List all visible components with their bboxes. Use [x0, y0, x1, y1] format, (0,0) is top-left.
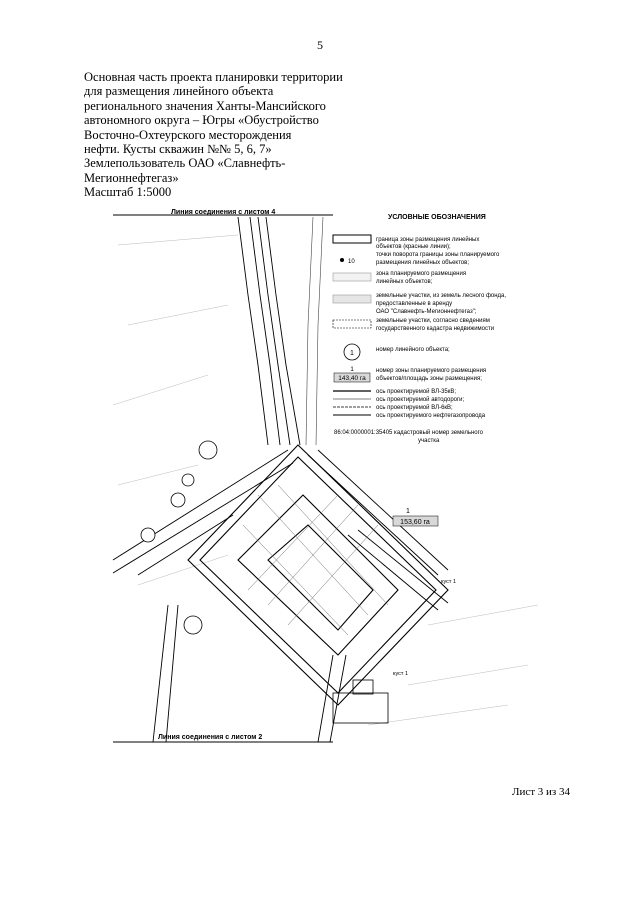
page-number: 5	[317, 38, 323, 52]
pad-grid	[242, 484, 389, 636]
legend-swatch-boundary	[332, 234, 372, 244]
legend-text: земельные участки, согласно сведениям	[376, 318, 490, 324]
structure-box	[332, 692, 389, 724]
legend-text: размещения линейных объектов;	[376, 259, 469, 266]
zone-markers	[140, 440, 218, 635]
legend-text: земельные участки, из земель лесного фон…	[376, 293, 506, 299]
legend-title: УСЛОВНЫЕ ОБОЗНАЧЕНИЯ	[388, 214, 486, 221]
corridor-north	[237, 216, 301, 446]
planning-map: Линия соединения с листом 4 Линия соедин…	[108, 205, 548, 750]
top-match-label: Линия соединения с листом 4	[171, 209, 275, 216]
structure-box	[352, 679, 374, 695]
document-title: Основная часть проекта планировки террит…	[84, 70, 374, 200]
legend: УСЛОВНЫЕ ОБОЗНАЧЕНИЯ 10 1 1 143,40 га гр…	[330, 214, 548, 445]
scale-line: Масштаб 1:5000	[84, 185, 172, 200]
legend-text: ось проектируемого нефтегазопровода	[376, 413, 486, 419]
well-label: куст 1	[393, 671, 408, 677]
sheet-number: Лист 3 из 34	[512, 786, 571, 798]
legend-text: предоставленные в аренду	[376, 301, 452, 307]
legend-text: ось проектируемой ВЛ-35кВ;	[376, 388, 456, 395]
terrain-texture	[112, 234, 539, 726]
legend-object-number: 1	[350, 350, 354, 357]
legend-text: государственного кадастра недвижимости	[376, 326, 494, 332]
legend-text: объектов/площадь зоны размещения;	[376, 376, 482, 382]
zone-label-number: 1	[406, 508, 410, 515]
legend-text: номер линейного объекта;	[376, 346, 450, 353]
zone-label-area: 153,60 га	[400, 519, 430, 526]
legend-point-number: 10	[348, 259, 355, 265]
legend-swatch-cadastre	[332, 319, 372, 329]
legend-text: ОАО "Славнефть-Мегионнефтегаз";	[376, 309, 477, 315]
title-line: нефти. Кусты скважин №№ 5, 6, 7»	[84, 142, 272, 157]
legend-swatch-forest	[332, 294, 372, 304]
title-line: Мегионнефтегаз»	[84, 170, 179, 185]
legend-text: граница зоны размещения линейных	[376, 236, 479, 243]
legend-zone-area: 143,40 га	[338, 375, 366, 382]
legend-text: 86:04:0000001:35405 кадастровый номер зе…	[334, 429, 484, 436]
title-line: Основная часть проекта планировки террит…	[84, 70, 343, 84]
well-label: куст 1	[441, 579, 456, 585]
well-pad-diamond	[187, 444, 449, 706]
bottom-match-label: Линия соединения с листом 2	[158, 734, 262, 741]
legend-text: номер зоны планируемого размещения	[376, 368, 486, 374]
legend-text: точки поворота границы зоны планируемого	[376, 252, 500, 258]
corridor-east	[307, 449, 449, 611]
legend-object-circle	[343, 343, 361, 361]
corridor-west	[112, 449, 294, 576]
legend-point-symbol	[340, 258, 344, 262]
legend-text: участка	[418, 438, 440, 444]
title-line: для размещения линейного объекта	[84, 84, 274, 99]
legend-text: объектов (красные линии);	[376, 244, 451, 250]
zone-label-box	[392, 515, 439, 527]
legend-text: зона планируемого размещения	[376, 271, 466, 277]
title-line: регионального значения Ханты-Мансийского	[84, 98, 326, 113]
legend-text: ось проектируемой ВЛ-6кВ;	[376, 404, 453, 411]
legend-text: линейных объектов;	[376, 278, 433, 285]
legend-swatch-zone	[332, 272, 372, 282]
legend-zone-number: 1	[350, 366, 354, 373]
title-line: Землепользователь ОАО «Славнефть-	[84, 156, 286, 171]
legend-zone-box	[333, 372, 371, 383]
title-line: автономного округа – Югры «Обустройство	[84, 113, 319, 128]
title-line: Восточно-Охтеурского месторождения	[84, 127, 292, 142]
legend-text: ось проектируемой автодороги;	[376, 396, 465, 403]
corridor-south	[152, 604, 347, 743]
corridor-north-right	[305, 216, 324, 446]
